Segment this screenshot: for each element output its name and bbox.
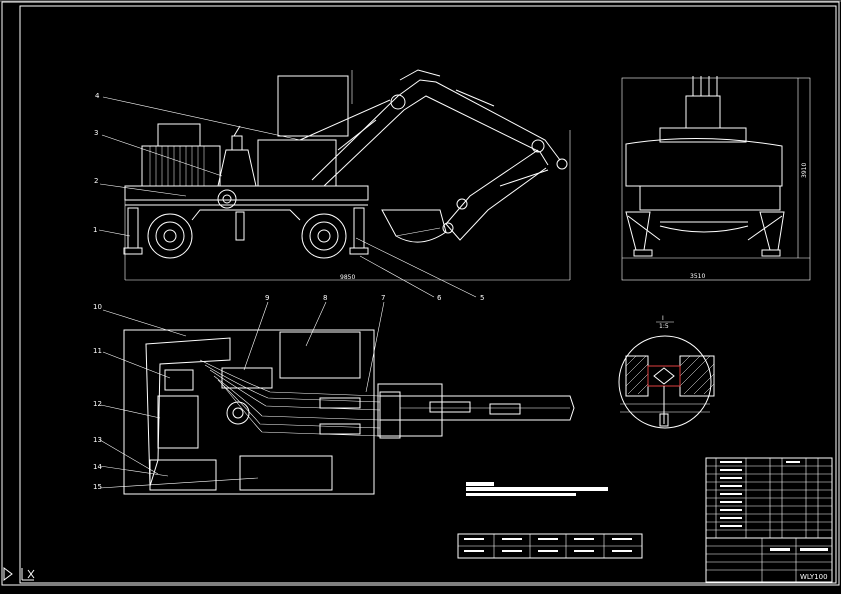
part-label-14: 14 bbox=[93, 463, 102, 471]
dimension-end-height: 3910 bbox=[801, 163, 808, 178]
part-label-9: 9 bbox=[265, 294, 269, 302]
part-label-1: 1 bbox=[93, 226, 97, 234]
detail-hatch bbox=[625, 355, 715, 395]
outriggers bbox=[123, 207, 369, 255]
plan-view bbox=[99, 301, 575, 495]
part-label-8: 8 bbox=[323, 294, 327, 302]
part-label-4: 4 bbox=[95, 92, 100, 100]
part-label-13: 13 bbox=[93, 436, 102, 444]
end-view bbox=[621, 76, 811, 281]
dimension-side-length: 9850 bbox=[340, 274, 355, 281]
part-label-7: 7 bbox=[381, 294, 385, 302]
drawing-number: WLY100 bbox=[800, 573, 828, 581]
radiator-hatch bbox=[149, 146, 205, 186]
technical-notes bbox=[466, 482, 608, 496]
spec-table bbox=[457, 533, 643, 559]
ucs-axis-icon bbox=[3, 567, 35, 581]
detail-view bbox=[618, 321, 715, 429]
front-wheel bbox=[301, 213, 347, 259]
rear-wheel bbox=[147, 213, 193, 259]
side-view bbox=[98, 69, 571, 298]
part-label-2: 2 bbox=[94, 177, 98, 185]
part-label-15: 15 bbox=[93, 483, 102, 491]
title-block bbox=[705, 457, 833, 583]
detail-id: I bbox=[662, 315, 664, 322]
part-label-6: 6 bbox=[437, 294, 442, 302]
part-label-10: 10 bbox=[93, 303, 102, 311]
part-label-3: 3 bbox=[94, 129, 98, 137]
part-label-11: 11 bbox=[93, 347, 102, 355]
detail-scale: 1:5 bbox=[659, 323, 669, 330]
dimension-end-width: 3510 bbox=[690, 273, 705, 280]
part-label-12: 12 bbox=[93, 400, 102, 408]
part-label-5: 5 bbox=[480, 294, 484, 302]
